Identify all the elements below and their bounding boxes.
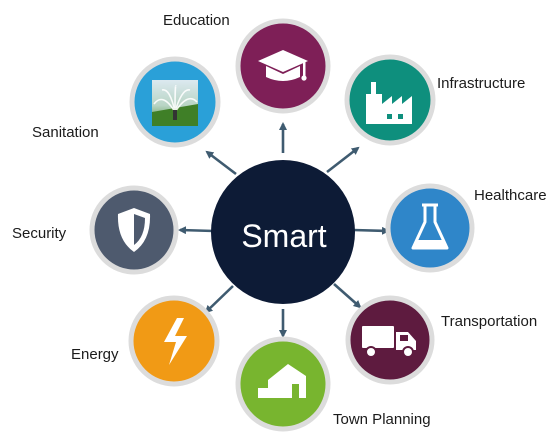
healthcare-node — [385, 183, 475, 273]
truck-icon — [362, 326, 416, 358]
center-label: Smart — [241, 218, 327, 254]
arrow-to-infrastructure — [326, 146, 360, 174]
graduation-cap-icon — [258, 50, 308, 81]
center-circle — [211, 160, 355, 304]
healthcare-label: Healthcare — [474, 187, 547, 204]
infrastructure-node — [344, 54, 436, 146]
arrow-to-sanitation — [205, 150, 237, 176]
arrow-to-healthcare — [352, 226, 390, 235]
transportation-label: Transportation — [441, 313, 538, 330]
town-planning-label: Town Planning — [333, 411, 431, 428]
education-label: Education — [163, 12, 230, 29]
energy-node — [128, 295, 220, 387]
arrow-to-security — [178, 226, 215, 235]
energy-label: Energy — [71, 346, 119, 363]
house-icon — [258, 364, 306, 398]
security-node — [89, 185, 179, 275]
town-planning-node — [235, 336, 331, 432]
sprinkler-photo-icon — [152, 80, 198, 126]
sanitation-label: Sanitation — [32, 124, 99, 141]
arrow-to-energy — [204, 285, 234, 314]
transportation-node — [345, 295, 435, 385]
healthcare-circle — [385, 183, 475, 273]
lightning-icon — [164, 318, 187, 365]
sanitation-node — [129, 56, 221, 148]
shield-icon — [117, 208, 151, 252]
infrastructure-label: Infrastructure — [437, 75, 526, 92]
education-node — [235, 18, 331, 114]
arrow-to-transportation — [333, 283, 362, 309]
security-label: Security — [12, 225, 67, 242]
factory-icon — [366, 82, 412, 124]
flask-icon — [411, 203, 449, 250]
connector-arrows — [178, 122, 390, 338]
